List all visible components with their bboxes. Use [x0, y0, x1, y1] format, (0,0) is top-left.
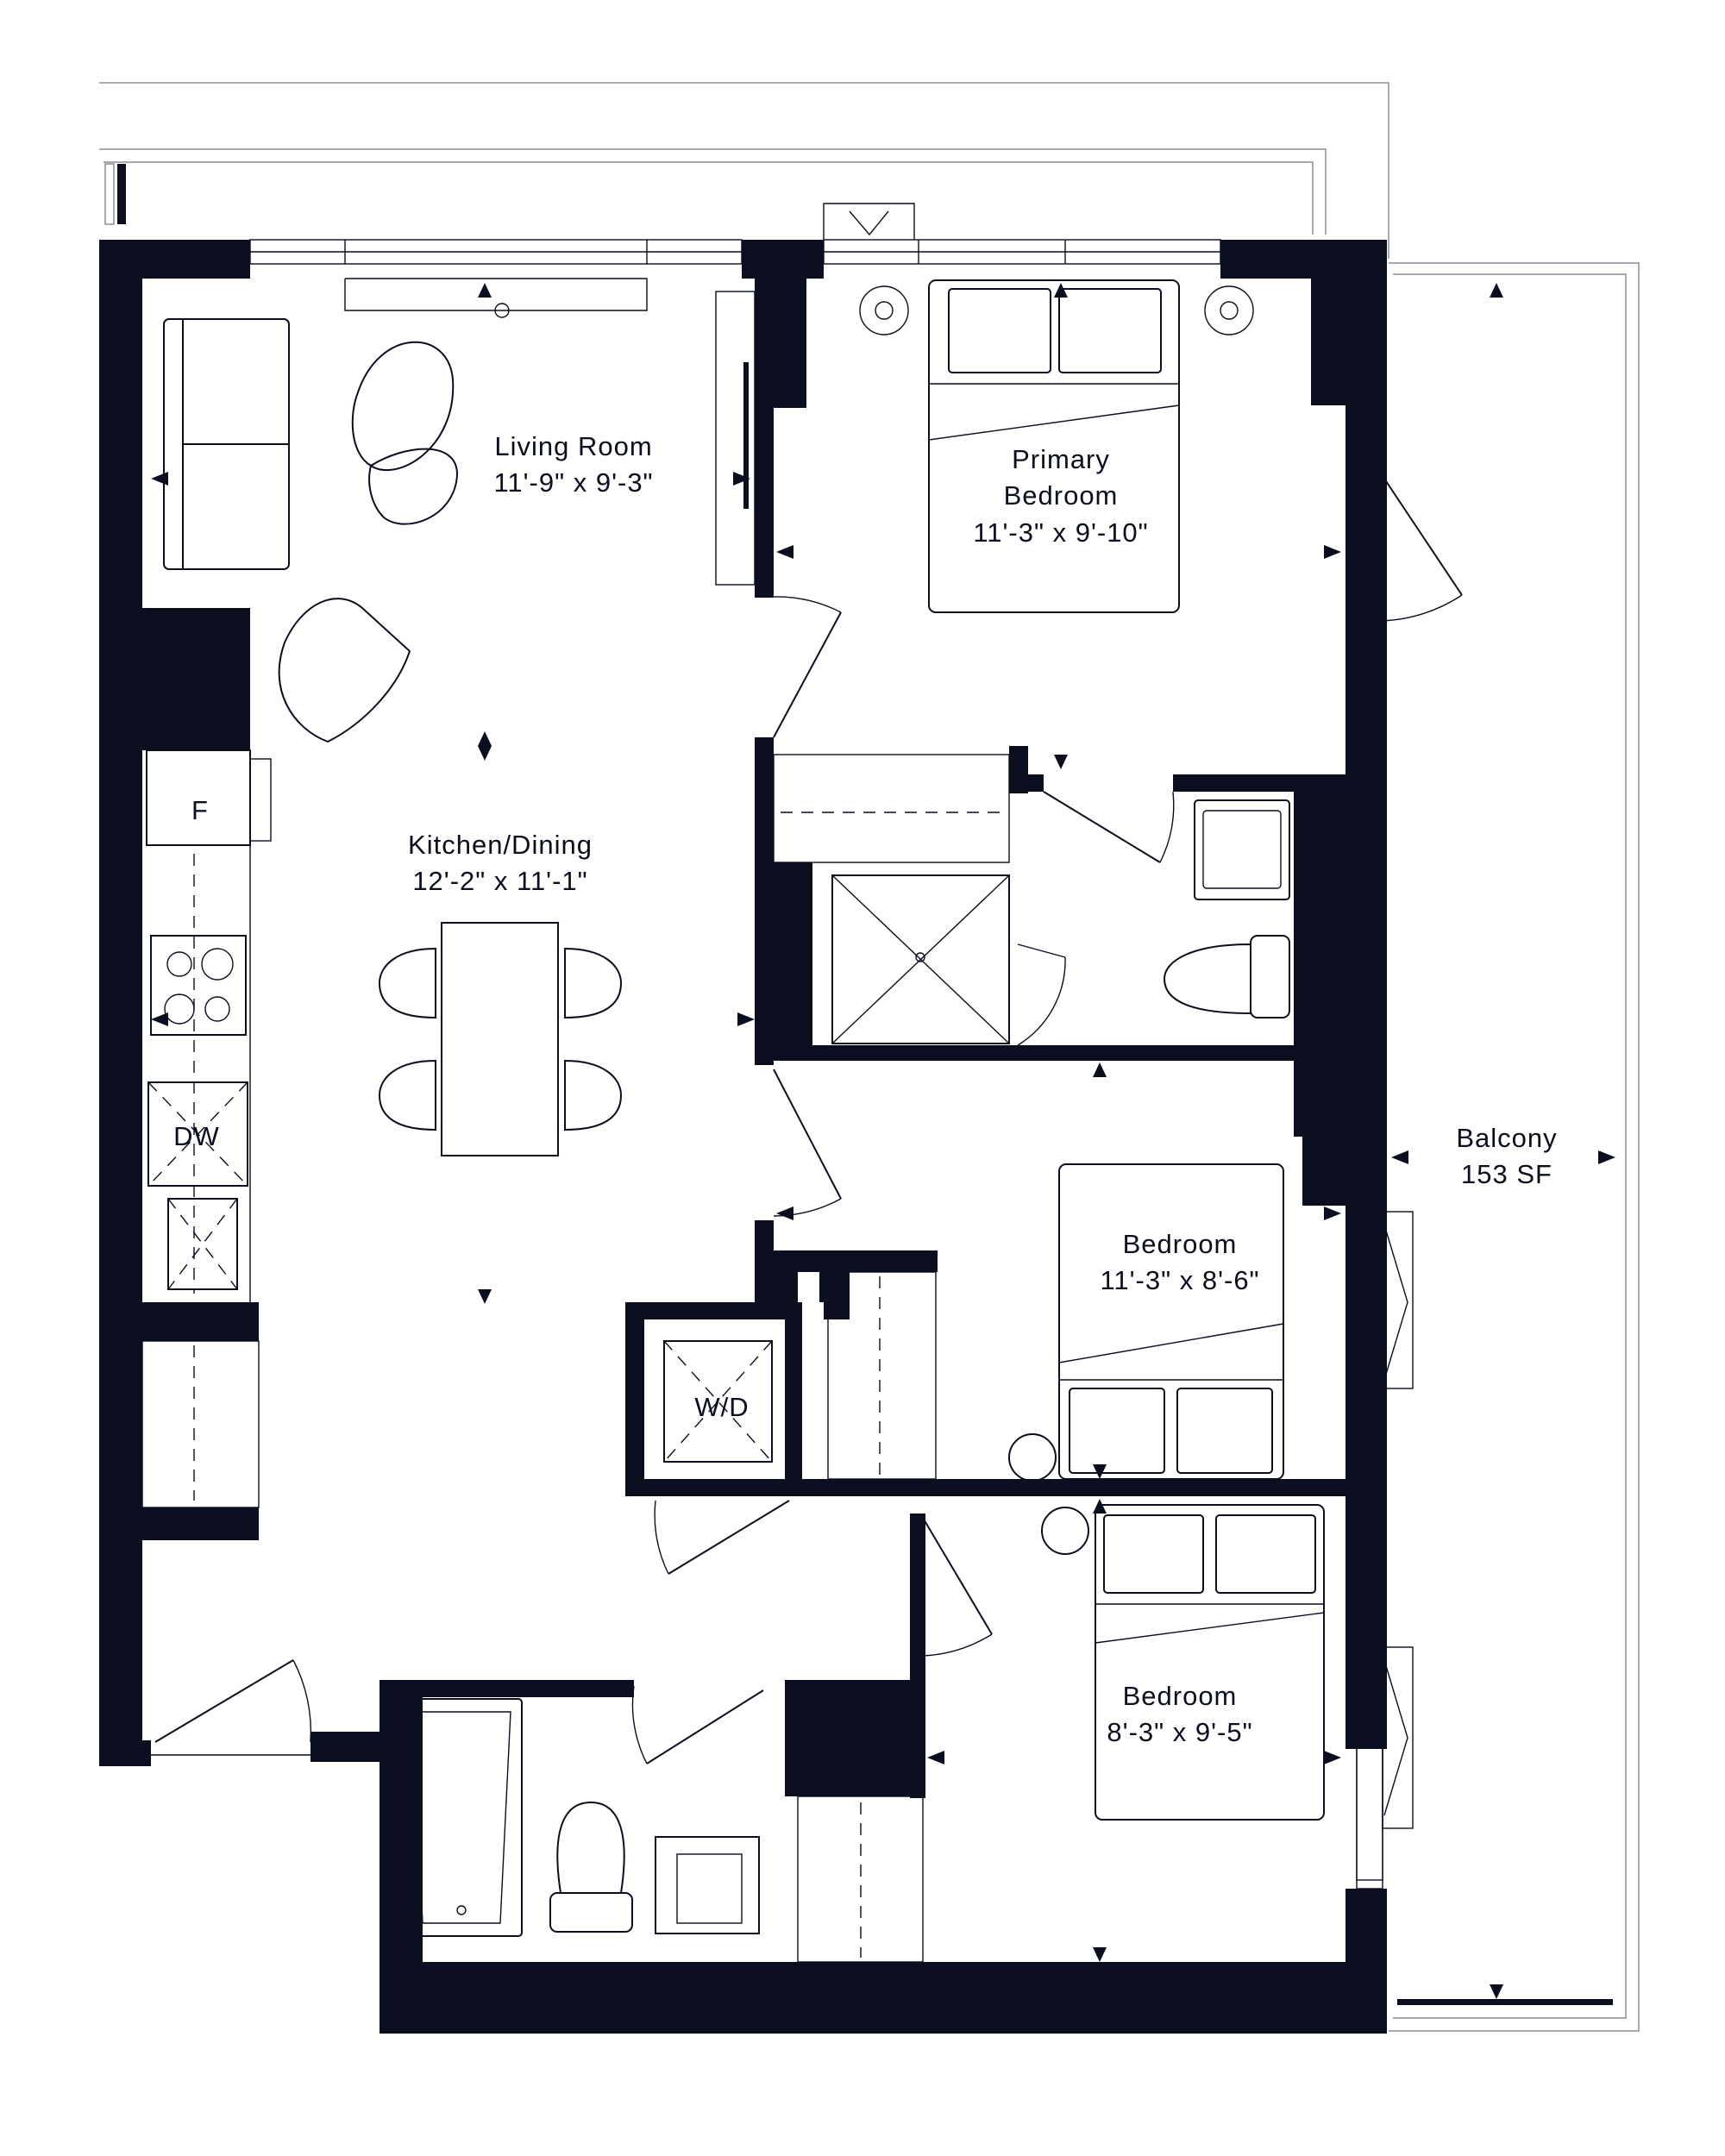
laundry: [625, 1302, 773, 1496]
bedroom-2-bed: [1008, 1163, 1284, 1482]
bath-toilet-tank: [549, 1892, 633, 1933]
ensuite-sink: [1194, 799, 1290, 900]
balcony-outline: [1389, 262, 1640, 2032]
dining-set: [378, 922, 623, 1156]
ensuite-toilet-tank: [1250, 935, 1290, 1018]
bedroom-3-size: 8'-3" x 9'-5": [1107, 1717, 1252, 1747]
coffee-table: [351, 341, 455, 471]
primary-bedroom-size: 11'-3" x 9'-10": [973, 517, 1148, 548]
fridge-label: F: [191, 795, 209, 825]
windows-right: [1356, 862, 1414, 1890]
kitchen-sink: [167, 1198, 238, 1290]
upper-terrace-outline: [99, 82, 1389, 259]
ensuite: [831, 799, 1290, 1044]
living-room-size: 11'-9" x 9'-3": [493, 467, 653, 498]
bedroom-3-name: Bedroom: [1123, 1681, 1238, 1711]
bedroom-3-bed: [1041, 1504, 1325, 1821]
walls: [99, 240, 1387, 2034]
main-bathroom: [400, 1698, 760, 1937]
living-furniture: [163, 285, 1254, 743]
kitchen-dining-name: Kitchen/Dining: [408, 830, 593, 860]
bathtub: [400, 1698, 523, 1937]
bedroom-2-name: Bedroom: [1123, 1229, 1238, 1259]
dimension-markers: [151, 283, 1615, 1999]
washer-dryer-label: W/D: [694, 1392, 749, 1422]
bedroom-2-size: 11'-3" x 8'-6": [1100, 1265, 1259, 1295]
dishwasher-label: DW: [173, 1121, 220, 1151]
kitchen-dining-size: 12'-2" x 11'-1": [412, 866, 587, 896]
windows-top: [249, 203, 1221, 311]
kitchen: [146, 749, 272, 1302]
dishwasher-box: [147, 1081, 248, 1187]
room-labels: Living Room 11'-9" x 9'-3" Primary Bedro…: [173, 431, 1557, 1747]
bath-sink: [655, 1836, 760, 1934]
living-room-name: Living Room: [494, 431, 652, 461]
washer-dryer-box: [663, 1340, 773, 1463]
cooktop: [150, 935, 247, 1036]
doors: [151, 465, 1463, 1764]
balcony-size: 153 SF: [1461, 1159, 1552, 1189]
primary-bedroom-name-2: Bedroom: [1004, 480, 1119, 511]
armchair: [278, 598, 411, 743]
primary-bed: [928, 279, 1180, 613]
primary-bedroom-name-1: Primary: [1012, 444, 1110, 474]
closets: [141, 291, 1010, 1963]
balcony-name: Balcony: [1456, 1123, 1557, 1153]
shower: [831, 874, 1010, 1044]
